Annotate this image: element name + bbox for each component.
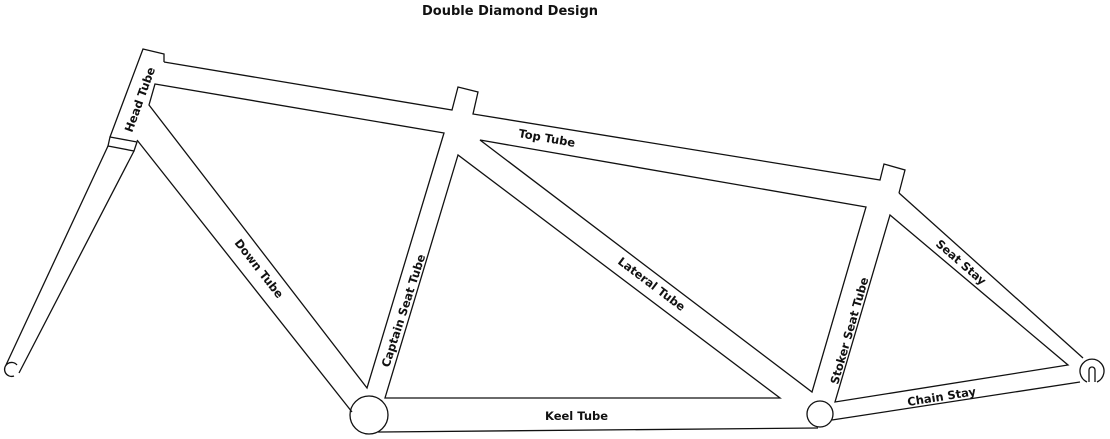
chain-stay-lower-edge: [831, 381, 1081, 421]
rear-triangle: [834, 213, 1070, 403]
fork-blade-right: [18, 150, 135, 374]
label-head-tube: Head Tube: [122, 65, 159, 134]
label-stoker-seat-tube: Stoker Seat Tube: [827, 275, 871, 385]
label-captain-seat-tube: Captain Seat Tube: [379, 252, 429, 369]
diagram-title: Double Diamond Design: [421, 4, 599, 19]
keel-tube-lower-edge: [377, 427, 819, 433]
stoker-bottom-bracket: [806, 400, 834, 428]
upper-middle-triangle: [479, 139, 867, 394]
lower-middle-triangle: [384, 153, 782, 399]
label-down-tube: Down Tube: [232, 236, 287, 301]
fork-crown: [107, 136, 138, 152]
down-tube-lower-edge: [136, 139, 353, 413]
front-triangle: [148, 83, 445, 390]
label-lateral-tube: Lateral Tube: [615, 254, 688, 314]
head-tube-outline: [109, 48, 165, 138]
front-dropout-icon: [3, 361, 18, 378]
seat-stay-upper-edge: [898, 192, 1084, 359]
top-tube-upper-edge: [163, 61, 906, 194]
captain-bottom-bracket: [349, 395, 389, 435]
label-chain-stay: Chain Stay: [906, 384, 977, 409]
label-keel-tube: Keel Tube: [545, 409, 608, 423]
fork-blade-left: [5, 145, 109, 366]
rear-dropout-icon: [1079, 358, 1105, 383]
label-seat-stay: Seat Stay: [933, 237, 989, 289]
